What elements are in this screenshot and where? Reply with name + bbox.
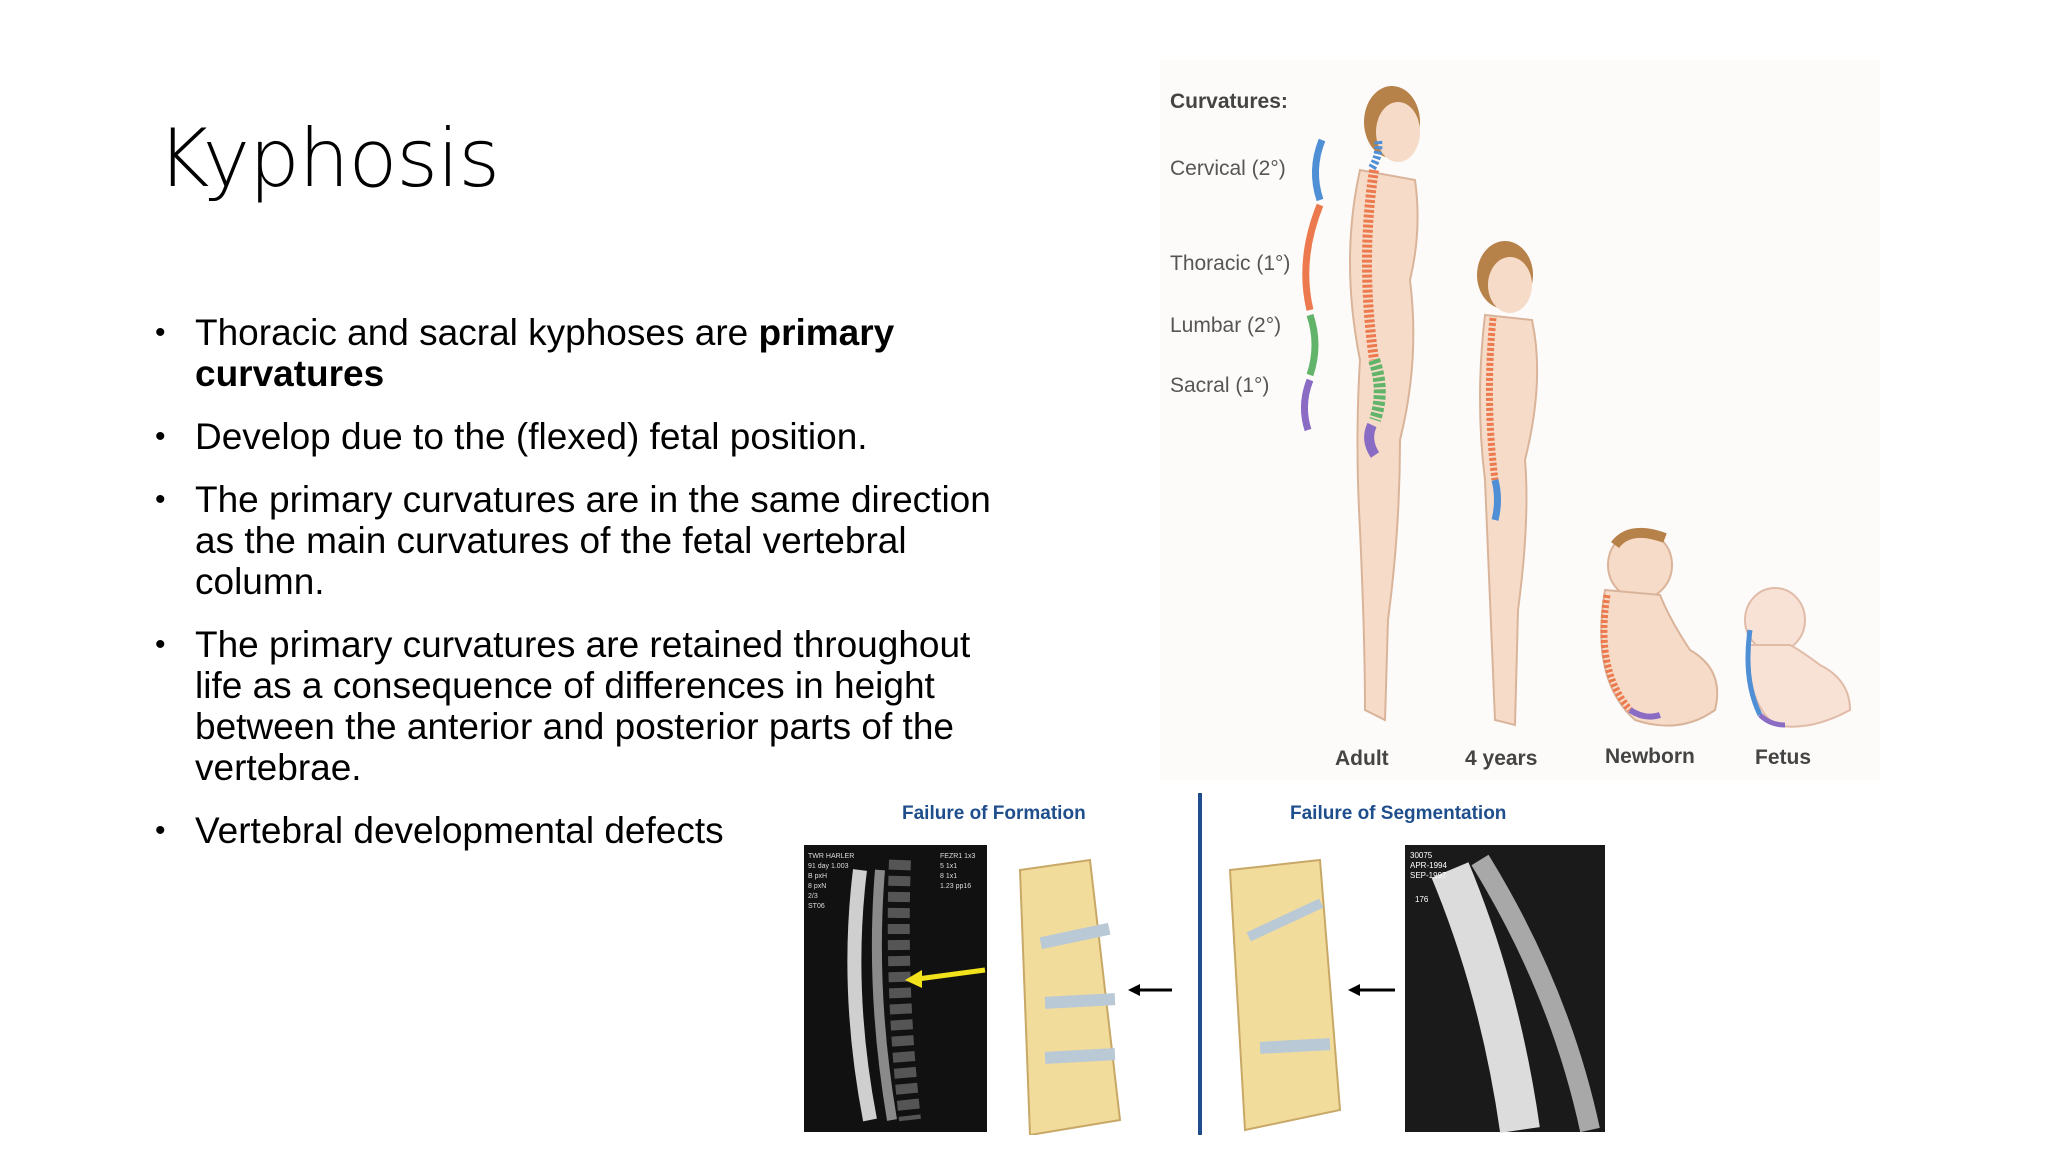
bullet-text: The primary curvatures are retained thro… [195,624,971,788]
caption-4-years: 4 years [1465,747,1537,770]
formation-vertebrae [1018,858,1172,1137]
svg-text:APR-1994: APR-1994 [1410,861,1447,870]
bullet-text: Develop due to the (flexed) fetal positi… [195,416,868,457]
bullet-dot-icon: • [155,316,166,349]
slide-title: Kyphosis [157,112,500,205]
svg-text:30075: 30075 [1410,851,1433,860]
caption-newborn: Newborn [1605,745,1695,768]
bullet-dot-icon: • [155,483,166,516]
curvatures-illustration: Curvatures: Cervical (2°) Thoracic (1°) … [1160,60,1880,780]
svg-text:FEZR1 1x3: FEZR1 1x3 [940,853,976,860]
caption-adult: Adult [1335,747,1389,770]
caption-fetus: Fetus [1755,746,1811,769]
bullet-text: Thoracic and sacral kyphoses are [195,312,759,353]
bullet-dot-icon: • [155,420,166,453]
svg-text:176: 176 [1415,895,1429,904]
bullet-item: • Develop due to the (flexed) fetal posi… [155,416,1005,457]
svg-text:91 day 1.003: 91 day 1.003 [808,863,849,870]
curvatures-heading: Curvatures: [1170,90,1288,113]
bullet-list: • Thoracic and sacral kyphoses are prima… [155,312,1005,873]
bullet-item: • The primary curvatures are retained th… [155,624,1005,788]
bullet-item: • Thoracic and sacral kyphoses are prima… [155,312,1005,394]
bullet-dot-icon: • [155,628,166,661]
svg-text:5 1x1: 5 1x1 [940,863,957,870]
label-lumbar: Lumbar (2°) [1170,314,1281,337]
child-figure [1477,241,1539,727]
fetus-figure [1744,587,1852,728]
adult-figure [1349,86,1420,722]
label-cervical: Cervical (2°) [1170,157,1286,180]
svg-text:8 1x1: 8 1x1 [940,873,957,880]
failure-segmentation-heading: Failure of Segmentation [1290,803,1506,824]
mri-image: TWR HARLER 91 day 1.003 B pxH 8 pxN 2/3 … [804,845,987,1132]
bullet-text: The primary curvatures are in the same d… [195,479,991,602]
svg-text:TWR HARLER: TWR HARLER [808,853,854,860]
svg-text:8 pxN: 8 pxN [808,883,826,890]
curvatures-figure: Curvatures: Cervical (2°) Thoracic (1°) … [1160,60,1880,780]
svg-text:2/3: 2/3 [808,893,818,900]
defects-figure: Failure of Formation Failure of Segmenta… [800,790,1610,1137]
svg-text:B pxH: B pxH [808,873,827,880]
bullet-text: Vertebral developmental defects [195,810,724,851]
mri-arrow-icon [909,967,986,983]
label-thoracic: Thoracic (1°) [1170,252,1290,275]
bullet-item: • The primary curvatures are in the same… [155,479,1005,602]
newborn-figure [1600,527,1719,727]
failure-formation-heading: Failure of Formation [902,803,1086,824]
segmentation-vertebrae [1228,858,1395,1132]
svg-text:ST06: ST06 [808,903,825,910]
bullet-bold-text: primary curvatures [195,312,895,394]
svg-text:SEP-1997: SEP-1997 [1410,871,1447,880]
bullet-dot-icon: • [155,814,166,847]
defects-illustration: Failure of Formation Failure of Segmenta… [800,790,1610,1137]
bullet-item: • Vertebral developmental defects [155,810,1005,851]
svg-text:1.23 pp16: 1.23 pp16 [940,883,971,890]
ct-image: 30075 APR-1994 SEP-1997 176 [1405,845,1605,1133]
label-sacral: Sacral (1°) [1170,374,1269,397]
